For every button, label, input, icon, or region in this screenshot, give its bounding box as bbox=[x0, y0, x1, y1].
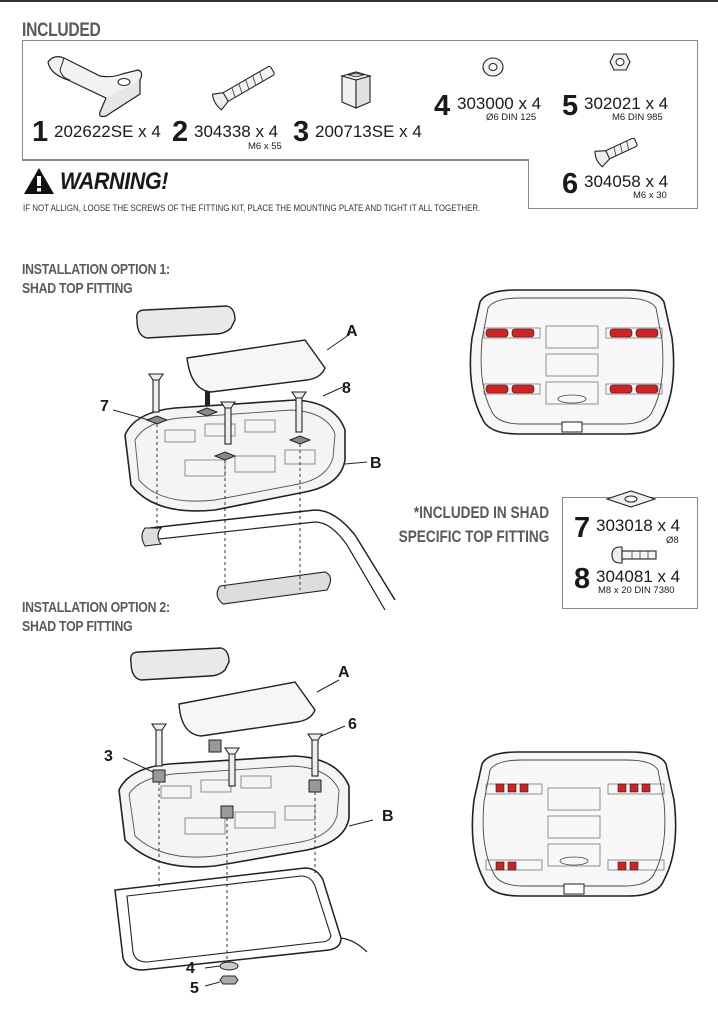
part-3-spacer-icon bbox=[339, 71, 373, 109]
part-5-nut-icon bbox=[609, 53, 631, 71]
part-8-code: 304081 x 4 bbox=[596, 567, 681, 586]
included-frame-right-ext bbox=[528, 159, 698, 209]
option-1-heading-line1: INSTALLATION OPTION 1: bbox=[22, 261, 170, 278]
included-frame-left-bottom bbox=[22, 159, 529, 161]
option-2-callout-3: 3 bbox=[104, 748, 113, 765]
warning-icon bbox=[24, 168, 54, 194]
option-1-top-view bbox=[469, 289, 675, 435]
part-7-code: 303018 x 4 bbox=[596, 516, 681, 535]
option-2-exploded-diagram bbox=[114, 647, 374, 987]
part-5-number: 5 bbox=[562, 90, 579, 122]
option-2-heading-line2: SHAD TOP FITTING bbox=[22, 618, 133, 635]
top-rule bbox=[0, 0, 718, 2]
option-1-heading-line2: SHAD TOP FITTING bbox=[22, 280, 133, 297]
part-2-number: 2 bbox=[172, 116, 189, 148]
included-heading: INCLUDED bbox=[22, 20, 101, 41]
part-8-number: 8 bbox=[574, 563, 591, 595]
part-8-bolt-icon bbox=[611, 546, 657, 564]
included-frame bbox=[22, 40, 698, 160]
part-6-spec: M6 x 30 bbox=[633, 190, 667, 201]
part-5-spec: M6 DIN 985 bbox=[612, 112, 663, 123]
part-4-code: 303000 x 4 bbox=[457, 94, 542, 113]
option-2-callout-6: 6 bbox=[348, 716, 357, 733]
warning-title: WARNING! bbox=[60, 168, 168, 195]
part-1-number: 1 bbox=[32, 116, 49, 148]
option-1-callout-b: B bbox=[370, 455, 382, 472]
part-6-screw-icon bbox=[594, 137, 638, 168]
part-2-spec: M6 x 55 bbox=[248, 141, 282, 152]
part-7-square-washer-icon bbox=[605, 490, 657, 508]
part-4-spec: Ø6 DIN 125 bbox=[486, 112, 537, 123]
part-5-code: 302021 x 4 bbox=[584, 94, 669, 113]
part-7-number: 7 bbox=[574, 512, 591, 544]
option-1-callout-8: 8 bbox=[342, 380, 351, 397]
part-2-code: 304338 x 4 bbox=[194, 122, 279, 141]
option-2-callout-5: 5 bbox=[190, 980, 199, 997]
option-1-callout-a: A bbox=[346, 323, 358, 340]
option-1-callout-7: 7 bbox=[100, 398, 109, 415]
part-1-code: 202622SE x 4 bbox=[54, 122, 161, 141]
shad-specific-note-line2: SPECIFIC TOP FITTING bbox=[398, 527, 549, 546]
part-6-number: 6 bbox=[562, 168, 579, 200]
part-4-washer-icon bbox=[482, 57, 504, 77]
part-8-spec: M8 x 20 DIN 7380 bbox=[598, 585, 675, 596]
option-2-top-view bbox=[471, 751, 677, 897]
part-1-bracket-icon bbox=[47, 56, 143, 118]
option-1-exploded-diagram bbox=[112, 305, 396, 611]
part-6-code: 304058 x 4 bbox=[584, 172, 669, 191]
part-3-code: 200713SE x 4 bbox=[315, 122, 422, 141]
option-2-heading-line1: INSTALLATION OPTION 2: bbox=[22, 599, 170, 616]
option-2-callout-4: 4 bbox=[186, 960, 195, 977]
warning-text: IF NOT ALLIGN, LOOSE THE SCREWS OF THE F… bbox=[23, 203, 481, 213]
option-2-callout-b: B bbox=[382, 808, 394, 825]
part-3-number: 3 bbox=[293, 116, 310, 148]
option-2-callout-a: A bbox=[338, 664, 350, 681]
part-2-screw-icon bbox=[211, 65, 275, 111]
part-4-number: 4 bbox=[434, 90, 451, 122]
shad-specific-note-line1: *INCLUDED IN SHAD bbox=[413, 503, 549, 522]
part-7-spec: Ø8 bbox=[666, 535, 679, 546]
